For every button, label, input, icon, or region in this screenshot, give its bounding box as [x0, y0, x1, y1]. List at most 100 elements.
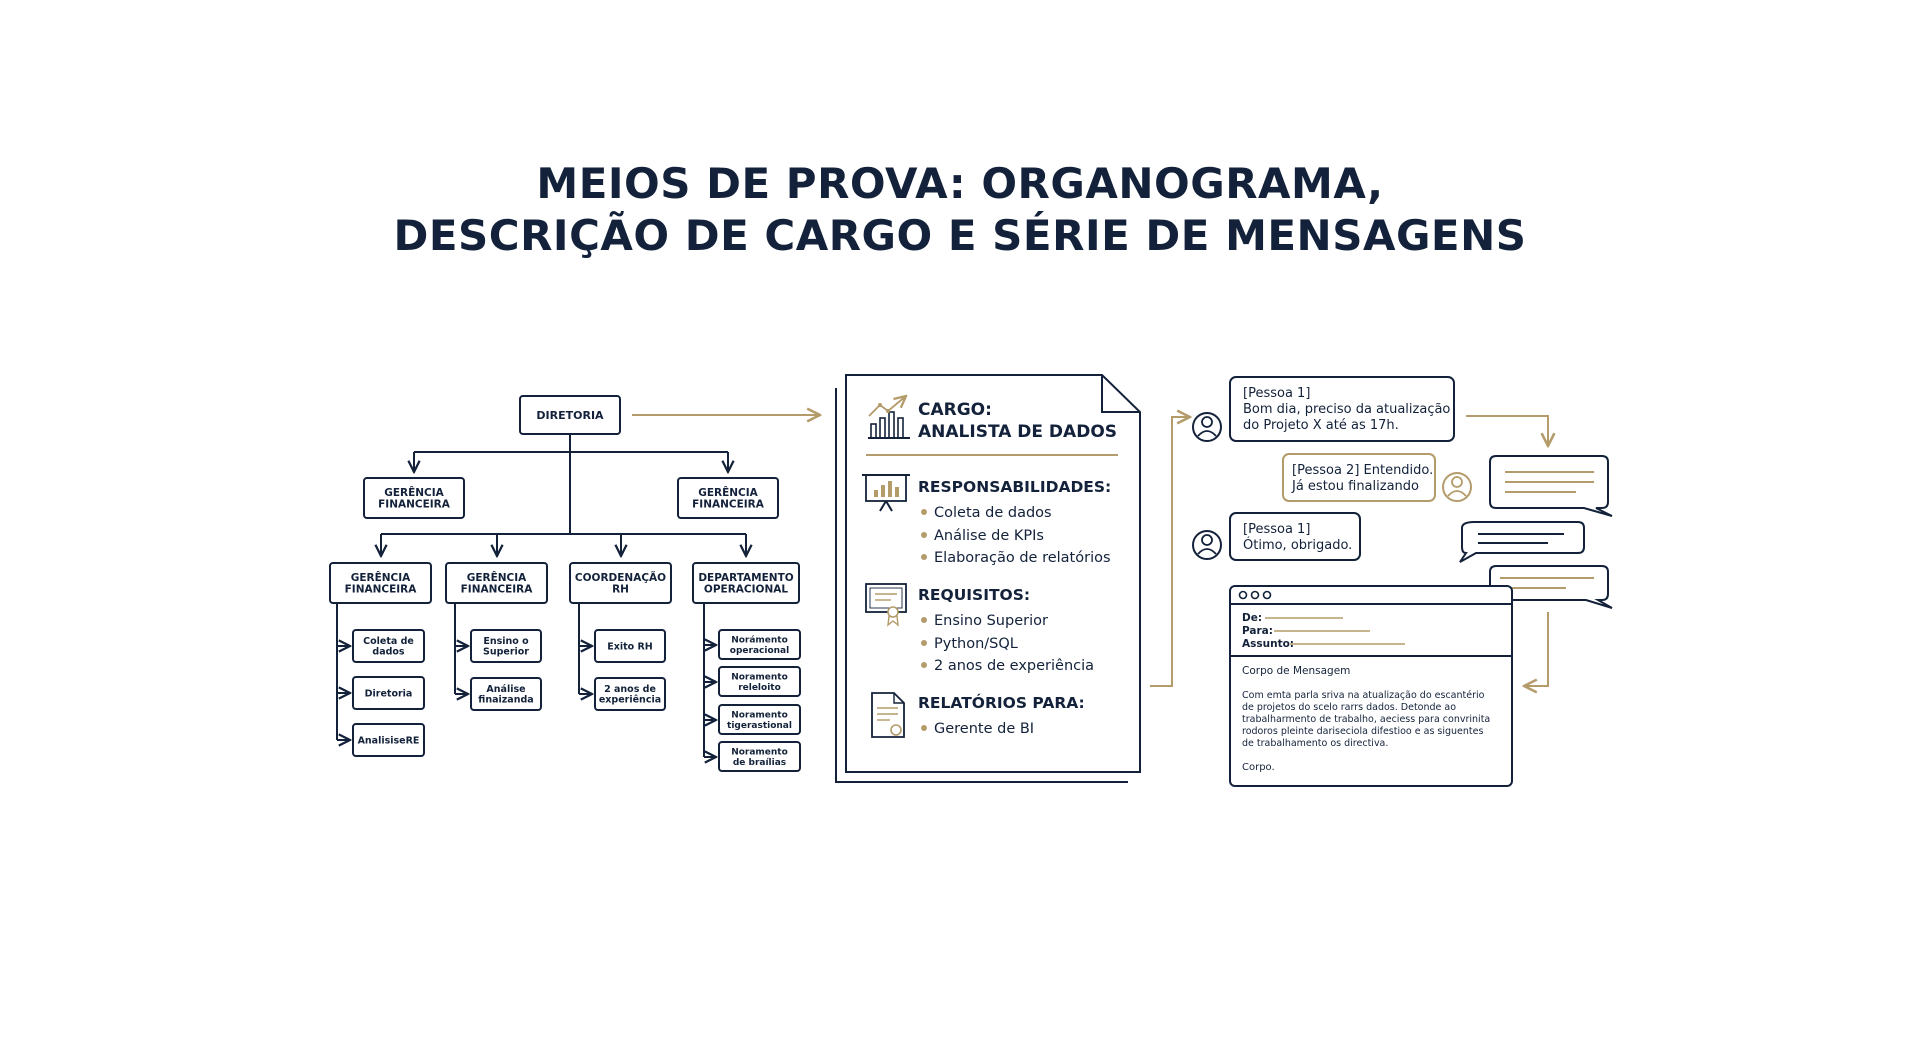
org-box-frame — [594, 677, 666, 711]
org-box-frame — [445, 562, 548, 604]
org-box-frame — [470, 629, 542, 663]
chat-line: Bom dia, preciso da atualização — [1243, 402, 1450, 417]
chat-line: [Pessoa 1] — [1243, 522, 1310, 537]
cargo-title: ANALISTA DE DADOS — [918, 422, 1117, 442]
page-title: MEIOS DE PROVA: ORGANOGRAMA, DESCRIÇÃO D… — [0, 158, 1920, 262]
bullet-list-requisitos: Ensino Superior Python/SQL 2 anos de exp… — [921, 613, 1094, 674]
chat-line: Ótimo, obrigado. — [1243, 537, 1352, 553]
bullet-item: Ensino Superior — [934, 613, 1048, 629]
title-line-1: MEIOS DE PROVA: ORGANOGRAMA, — [536, 159, 1384, 208]
org-box-frame — [470, 677, 542, 711]
chat-line: [Pessoa 2] Entendido. — [1292, 463, 1433, 478]
chat-bubble-reply — [1282, 453, 1436, 502]
bullet-list-responsabilidades: Coleta de dados Análise de KPIs Elaboraç… — [921, 505, 1111, 566]
report-document-icon — [871, 692, 905, 738]
chat-line: Já estou finalizando — [1291, 479, 1419, 494]
email-subject-label: Assunto: — [1242, 638, 1294, 650]
email-body-title: Corpo de Mensagem — [1242, 665, 1350, 677]
email-body-line: de trabalhamento os directiva. — [1242, 738, 1388, 749]
email-body-line: rodoros pleinte dariseciola difestioo e … — [1242, 726, 1483, 737]
presentation-chart-icon — [862, 474, 910, 512]
speech-bubble-icon — [1489, 565, 1613, 609]
org-box-frame — [718, 741, 801, 772]
org-connectors — [336, 434, 746, 757]
growth-chart-icon — [868, 396, 910, 439]
speech-bubble-icon — [1459, 521, 1585, 563]
chat-bubble — [1229, 376, 1455, 442]
bullet-item: Análise de KPIs — [934, 528, 1044, 544]
person-icon — [1192, 530, 1222, 560]
org-box-frame — [677, 477, 779, 519]
org-box-frame — [569, 562, 672, 604]
flow-arrow — [1524, 612, 1549, 686]
org-box-frame — [329, 562, 432, 604]
org-box-label: AnalisiseRE — [358, 735, 420, 746]
org-box-label: Diretoria — [365, 688, 413, 699]
email-window: De: Para: Assunto: Corpo de Mensagem Com… — [1229, 585, 1513, 787]
person-icon — [1442, 472, 1472, 502]
org-leaf: Diretoria — [352, 676, 425, 710]
org-box-frame — [594, 629, 666, 663]
org-box-frame — [352, 629, 425, 663]
bullet-item: Coleta de dados — [934, 505, 1052, 521]
org-box-label: DIRETORIA — [536, 409, 604, 422]
org-leaf: AnalisiseRE — [352, 723, 425, 757]
bullet-list-relatorios: Gerente de BI — [921, 721, 1034, 737]
email-signature: Corpo. — [1242, 762, 1275, 773]
person-icon — [1192, 412, 1222, 442]
flow-arrow-doc-to-messages — [1150, 417, 1190, 687]
org-box-frame — [352, 676, 425, 710]
job-description-document: CARGO: ANALISTA DE DADOS RESPONSABILIDAD… — [835, 374, 1141, 783]
chat-line: [Pessoa 1] — [1243, 386, 1310, 401]
org-leaf: Exito RH — [594, 629, 666, 663]
message-series: [Pessoa 1] Bom dia, preciso da atualizaç… — [1192, 376, 1613, 787]
org-box-label: Exito RH — [607, 641, 653, 652]
cargo-label: CARGO: — [918, 400, 992, 420]
email-to-label: Para: — [1242, 625, 1273, 637]
bullet-item: Elaboração de relatórios — [934, 550, 1111, 566]
bullet-item: Python/SQL — [934, 636, 1018, 652]
section-heading: RESPONSABILIDADES: — [918, 478, 1111, 496]
email-body-line: trabalharmento de trabalho, aeciess para… — [1242, 714, 1490, 725]
section-heading: RELATÓRIOS PARA: — [918, 693, 1085, 712]
org-node-top: DIRETORIA — [519, 395, 621, 435]
chat-line: do Projeto X até as 17h. — [1243, 418, 1399, 433]
email-body-line: Com emta parla sriva na atualização do e… — [1242, 690, 1485, 701]
org-box-frame — [519, 395, 621, 435]
org-box-frame — [718, 629, 801, 660]
org-box-frame — [692, 562, 800, 604]
window-dot-icon — [1238, 590, 1248, 600]
email-body-line: de projetos do scelo rarrs dados. Detond… — [1242, 702, 1456, 713]
email-from-label: De: — [1242, 612, 1262, 624]
org-box-frame — [352, 723, 425, 757]
org-box-frame — [363, 477, 465, 519]
title-line-2: DESCRIÇÃO DE CARGO E SÉRIE DE MENSAGENS — [393, 211, 1527, 260]
org-box-frame — [718, 666, 801, 697]
